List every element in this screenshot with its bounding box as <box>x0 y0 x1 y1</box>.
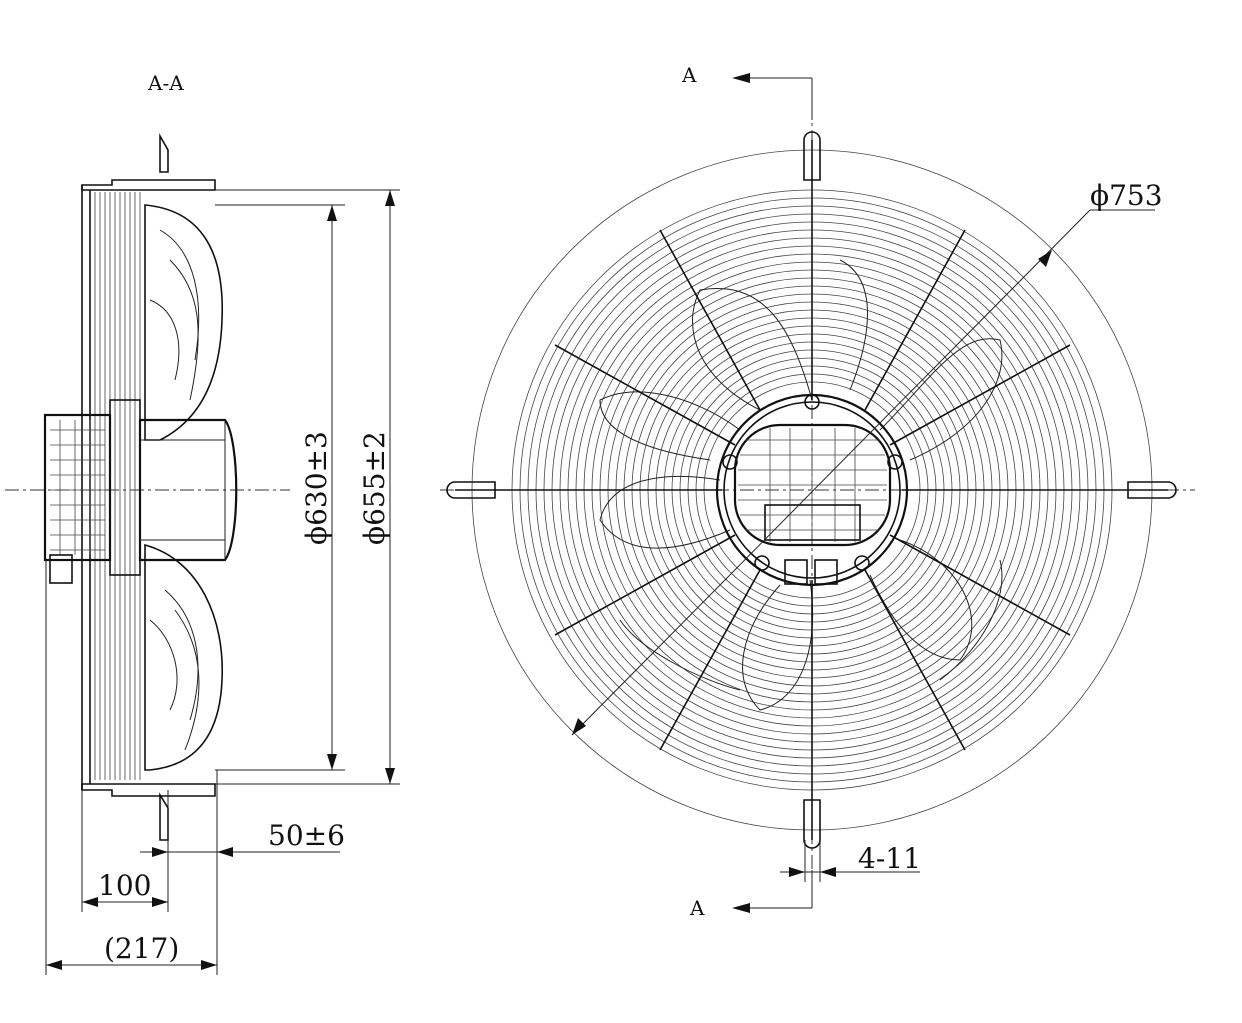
dim-blade-diameter: ϕ630±3 <box>300 431 333 545</box>
dim-guard-diameter: ϕ753 <box>1090 179 1163 212</box>
side-view <box>5 132 400 975</box>
section-mark-bottom: A <box>689 896 705 920</box>
section-label: A-A <box>147 71 184 95</box>
dim-holes: 4-11 <box>858 842 921 875</box>
section-mark-top: A <box>681 63 697 87</box>
dim-total-depth: (217) <box>104 932 179 965</box>
front-view <box>440 73 1195 913</box>
dim-offset: 50±6 <box>268 819 345 852</box>
dim-ring-diameter: ϕ655±2 <box>358 431 391 545</box>
dim-front-depth: 100 <box>98 869 151 902</box>
